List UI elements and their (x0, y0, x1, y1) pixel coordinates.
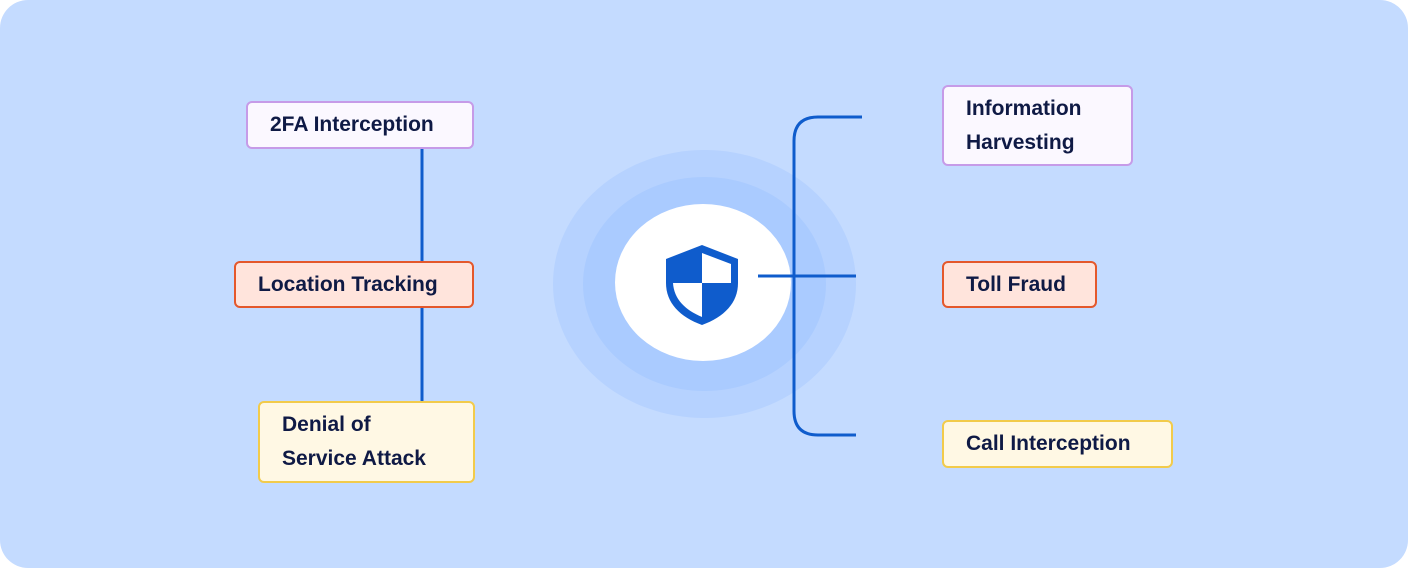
node-information-harvesting: Information Harvesting (942, 85, 1133, 166)
node-2fa-interception: 2FA Interception (246, 101, 474, 149)
shield-icon (666, 245, 738, 325)
node-call-interception: Call Interception (942, 420, 1173, 468)
node-denial-of-service: Denial of Service Attack (258, 401, 475, 483)
node-label: Call Interception (966, 432, 1131, 455)
node-toll-fraud: Toll Fraud (942, 261, 1097, 308)
node-label: Information Harvesting (966, 96, 1082, 154)
node-label: Toll Fraud (966, 272, 1066, 296)
node-location-tracking: Location Tracking (234, 261, 474, 308)
node-label: 2FA Interception (270, 113, 434, 136)
node-label: Location Tracking (258, 272, 438, 296)
node-label: Denial of Service Attack (282, 413, 426, 470)
